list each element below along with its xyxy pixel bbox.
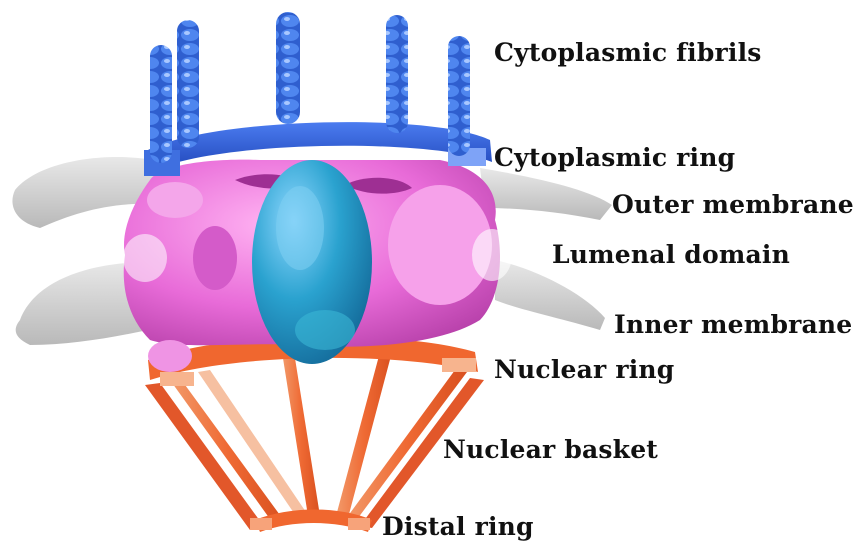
label-inner-membrane: Inner membrane (614, 310, 852, 339)
nuclear-basket (145, 352, 484, 530)
fibril-4 (386, 15, 408, 133)
fibril-1 (150, 45, 172, 163)
fibril-3 (276, 12, 300, 124)
label-outer-membrane: Outer membrane (612, 190, 853, 219)
fibril-2 (177, 20, 199, 148)
label-cytoplasmic-ring: Cytoplasmic ring (494, 143, 735, 172)
label-nuclear-ring: Nuclear ring (494, 355, 674, 384)
label-nuclear-basket: Nuclear basket (443, 435, 658, 464)
label-cytoplasmic-fibrils: Cytoplasmic fibrils (494, 38, 762, 67)
label-lumenal-domain: Lumenal domain (552, 240, 790, 269)
central-transporter (252, 160, 372, 364)
fibril-5 (448, 36, 470, 156)
label-distal-ring: Distal ring (382, 512, 534, 541)
